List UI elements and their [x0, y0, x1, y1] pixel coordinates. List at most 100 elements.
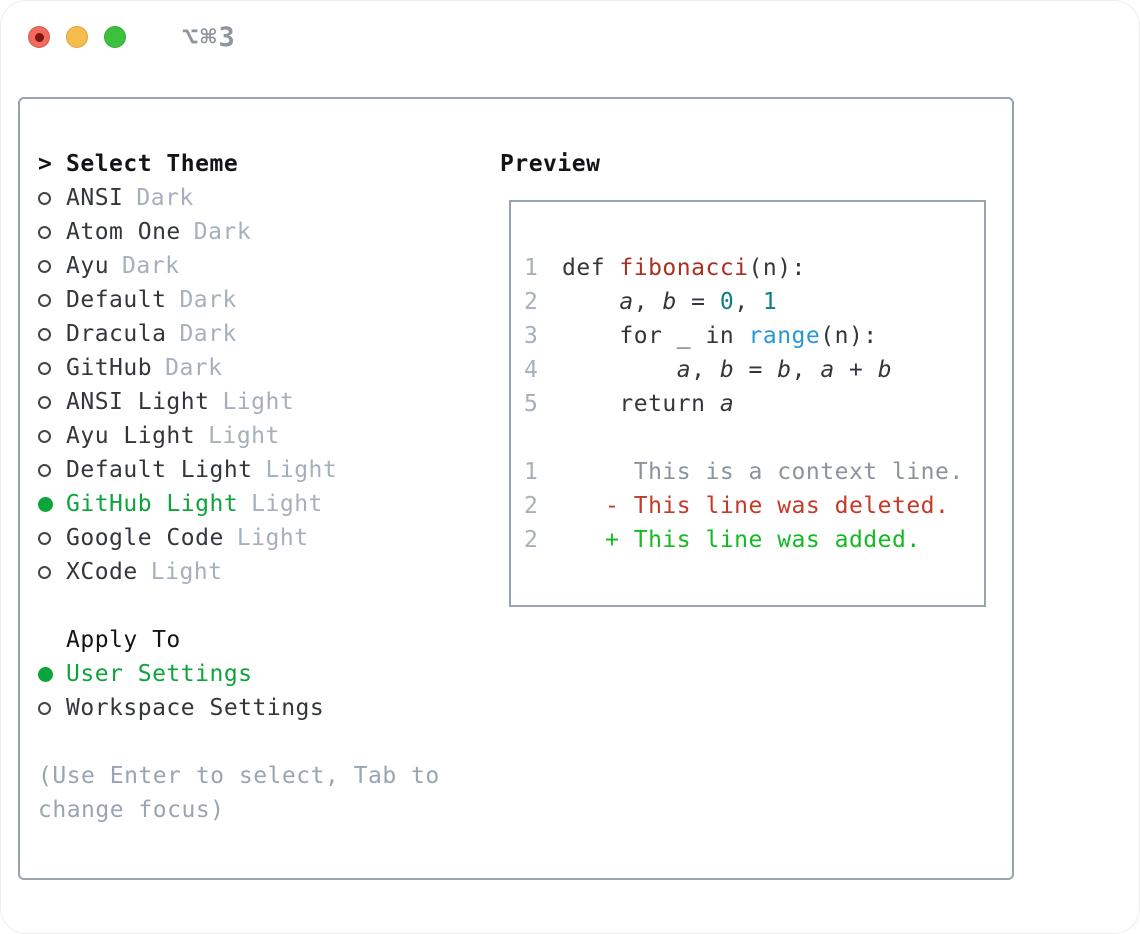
code-line: 2 a, b = 0, 1 — [524, 285, 984, 319]
theme-option-ayu-light[interactable]: Ayu Light Light — [38, 419, 488, 453]
theme-name: ANSI — [66, 185, 124, 211]
theme-name: XCode — [66, 559, 138, 585]
theme-name: Default Light — [66, 457, 253, 483]
line-number: 2 — [524, 289, 539, 315]
theme-variant-tag: Light — [208, 423, 280, 449]
theme-option-default-light[interactable]: Default Light Light — [38, 453, 488, 487]
theme-option-default[interactable]: Default Dark — [38, 283, 488, 317]
line-content: a, b = b, a + b — [676, 357, 893, 383]
blank-line — [524, 421, 984, 455]
help-text: (Use Enter to select, Tab to change focu… — [38, 763, 440, 823]
radio-icon — [38, 327, 66, 341]
unsaved-changes-dot-icon — [34, 32, 44, 42]
zoom-button[interactable] — [104, 26, 126, 48]
select-theme-header-row: > Select Theme — [38, 147, 488, 181]
theme-variant-tag: Dark — [136, 185, 194, 211]
diff-added-line: 2 + This line was added. — [524, 523, 984, 557]
theme-name: Google Code — [66, 525, 224, 551]
theme-variant-tag: Light — [150, 559, 223, 585]
radio-icon — [38, 259, 66, 273]
line-content: + This line was added. — [562, 527, 921, 553]
cursor-prefix-icon: > — [38, 151, 53, 177]
radio-icon — [38, 191, 66, 205]
line-number: 2 — [524, 493, 539, 519]
theme-option-ansi-light[interactable]: ANSI Light Light — [38, 385, 488, 419]
section-gap — [38, 725, 488, 759]
theme-option-ayu[interactable]: Ayu Dark — [38, 249, 488, 283]
theme-name: GitHub Light — [66, 491, 239, 517]
theme-name: GitHub — [66, 355, 153, 381]
apply-to-title: Apply To — [66, 627, 181, 653]
theme-variant-tag: Light — [251, 491, 323, 517]
radio-selected-icon — [38, 496, 66, 512]
apply-to-header-row: Apply To — [38, 623, 488, 657]
theme-variant-tag: Dark — [122, 253, 180, 279]
radio-icon — [38, 225, 66, 239]
radio-icon — [38, 463, 66, 477]
theme-option-google-code[interactable]: Google Code Light — [38, 521, 488, 555]
theme-variant-tag: Light — [222, 389, 295, 415]
theme-variant-tag: Light — [236, 525, 309, 551]
select-theme-title: Select Theme — [66, 151, 239, 177]
radio-icon — [38, 531, 66, 545]
preview-title: Preview — [500, 151, 601, 177]
minimize-button[interactable] — [66, 26, 88, 48]
apply-option-user-settings[interactable]: User Settings — [38, 657, 488, 691]
code-line: 5 return a — [524, 387, 984, 421]
line-number: 1 — [524, 255, 539, 281]
radio-icon — [38, 565, 66, 579]
radio-icon — [38, 293, 66, 307]
line-content: - This line was deleted. — [562, 493, 950, 519]
theme-option-github[interactable]: GitHub Dark — [38, 351, 488, 385]
line-number: 2 — [524, 527, 539, 553]
code-line: 3 for _ in range(n): — [524, 319, 984, 353]
theme-variant-tag: Dark — [165, 355, 223, 381]
theme-name: Ayu Light — [66, 423, 196, 449]
radio-selected-icon — [38, 666, 66, 682]
theme-name: Dracula — [66, 321, 167, 347]
diff-deleted-line: 2 - This line was deleted. — [524, 489, 984, 523]
theme-variant-tag: Light — [265, 457, 338, 483]
window-titlebar: ⌥⌘3 — [0, 0, 1140, 74]
line-content: return a — [562, 391, 735, 417]
theme-variant-tag: Dark — [179, 287, 237, 313]
theme-option-atom-one[interactable]: Atom One Dark — [38, 215, 488, 249]
line-number: 1 — [524, 459, 539, 485]
line-number: 4 — [524, 357, 539, 383]
theme-variant-tag: Dark — [193, 219, 252, 245]
theme-name: Ayu — [66, 253, 110, 279]
code-line: 1 def fibonacci(n): — [524, 251, 984, 285]
theme-option-xcode[interactable]: XCode Light — [38, 555, 488, 589]
section-gap — [38, 589, 488, 623]
diff-context-line: 1 This is a context line. — [524, 455, 984, 489]
theme-option-ansi[interactable]: ANSI Dark — [38, 181, 488, 215]
radio-icon — [38, 429, 66, 443]
theme-name: ANSI Light — [66, 389, 210, 415]
line-number: 3 — [524, 323, 539, 349]
line-number: 5 — [524, 391, 539, 417]
apply-option-workspace-settings[interactable]: Workspace Settings — [38, 691, 488, 725]
line-content: a, b = 0, 1 — [619, 289, 778, 315]
close-button[interactable] — [28, 26, 50, 48]
line-content: This is a context line. — [562, 459, 964, 485]
radio-icon — [38, 361, 66, 375]
apply-option-label: Workspace Settings — [66, 695, 325, 721]
theme-name: Default — [66, 287, 167, 313]
theme-option-github-light[interactable]: GitHub Light Light — [38, 487, 488, 521]
code-line: 4 a, b = b, a + b — [524, 353, 984, 387]
line-content: def fibonacci(n): — [562, 255, 806, 281]
window-title: ⌥⌘3 — [182, 21, 237, 53]
apply-option-label: User Settings — [66, 661, 253, 687]
preview-header-row: Preview — [500, 147, 1000, 181]
radio-icon — [38, 701, 66, 715]
line-content: for _ in range(n): — [562, 323, 878, 349]
theme-name: Atom One — [66, 219, 181, 245]
